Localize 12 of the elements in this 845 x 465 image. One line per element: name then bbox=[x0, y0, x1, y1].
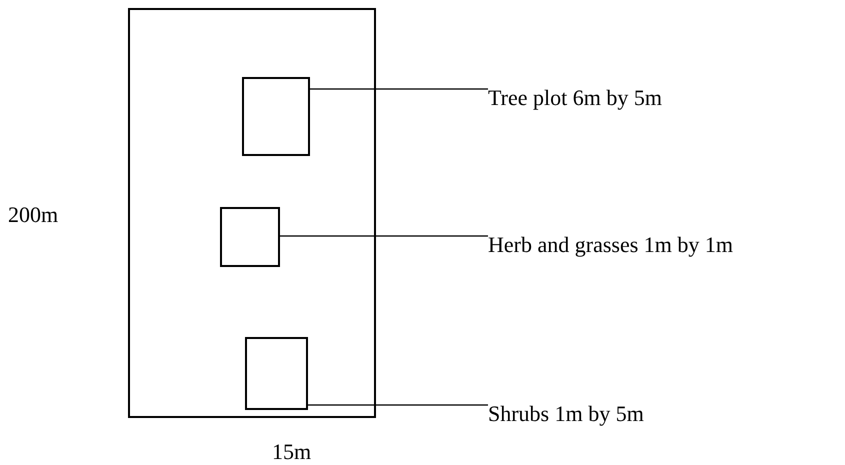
quadrat-label: Shrubs 1m by 5m bbox=[488, 401, 644, 427]
quadrat-label: Tree plot 6m by 5m bbox=[488, 85, 662, 111]
dimension-label: 200m bbox=[8, 202, 58, 228]
leader-line bbox=[280, 235, 488, 237]
sampling-quadrat bbox=[242, 77, 310, 156]
dimension-label: 15m bbox=[272, 439, 312, 465]
leader-line bbox=[310, 88, 488, 90]
sampling-quadrat bbox=[220, 207, 280, 267]
plot-boundary bbox=[128, 8, 376, 418]
leader-line bbox=[308, 404, 488, 406]
sampling-quadrat bbox=[245, 337, 308, 410]
quadrat-label: Herb and grasses 1m by 1m bbox=[488, 232, 734, 258]
